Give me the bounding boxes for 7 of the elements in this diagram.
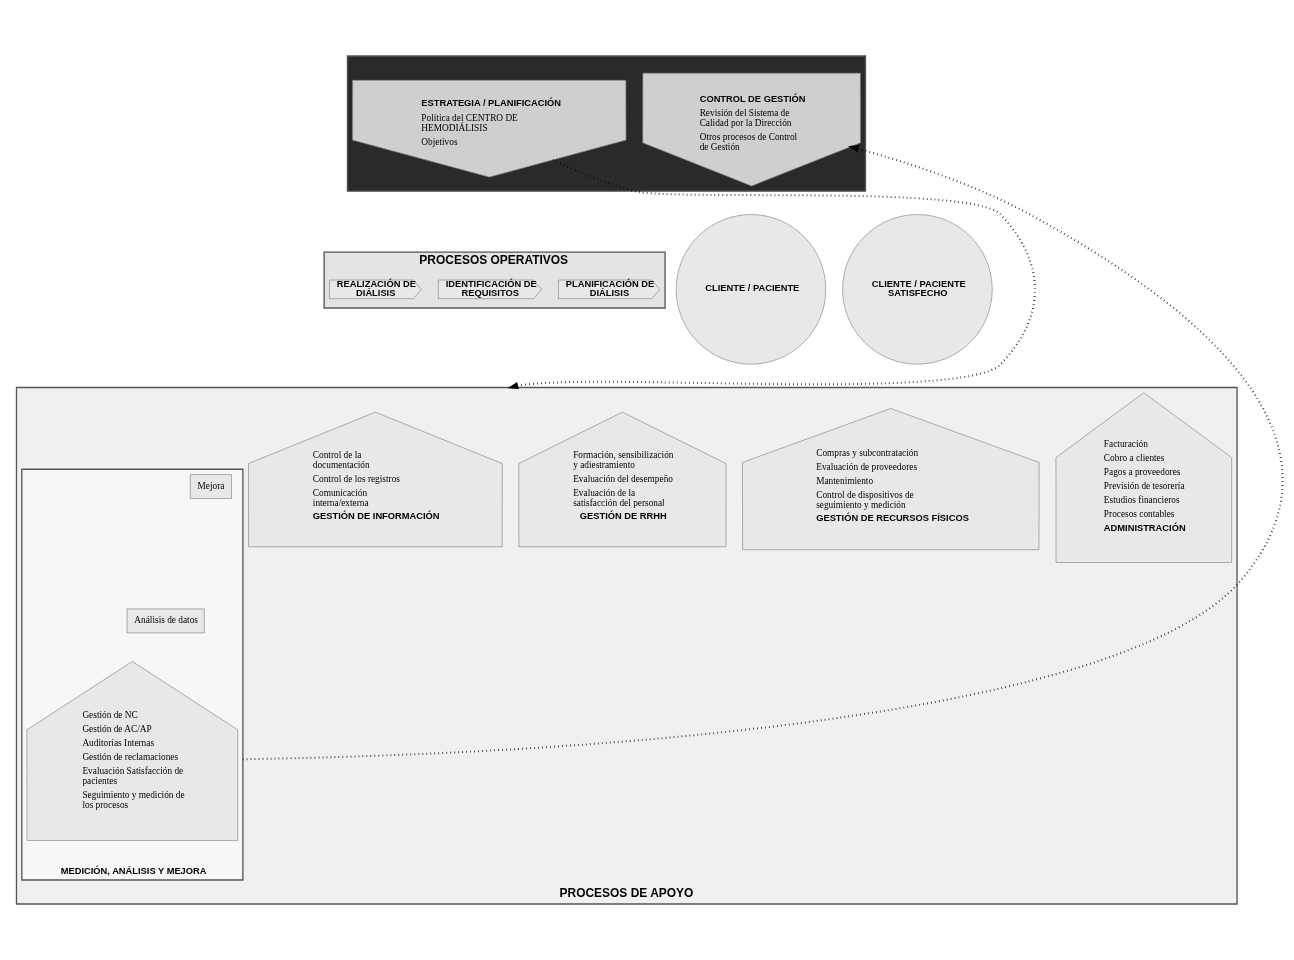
arrow: [507, 158, 1036, 390]
arrow: [241, 145, 1284, 761]
node-box: Análisis de datos: [126, 608, 205, 634]
node-circle: CLIENTE / PACIENTE SATISFECHO: [842, 214, 993, 365]
node-circle: CLIENTE / PACIENTE: [675, 214, 827, 365]
cluster: [346, 55, 867, 192]
node-box: Mejora: [189, 474, 232, 499]
